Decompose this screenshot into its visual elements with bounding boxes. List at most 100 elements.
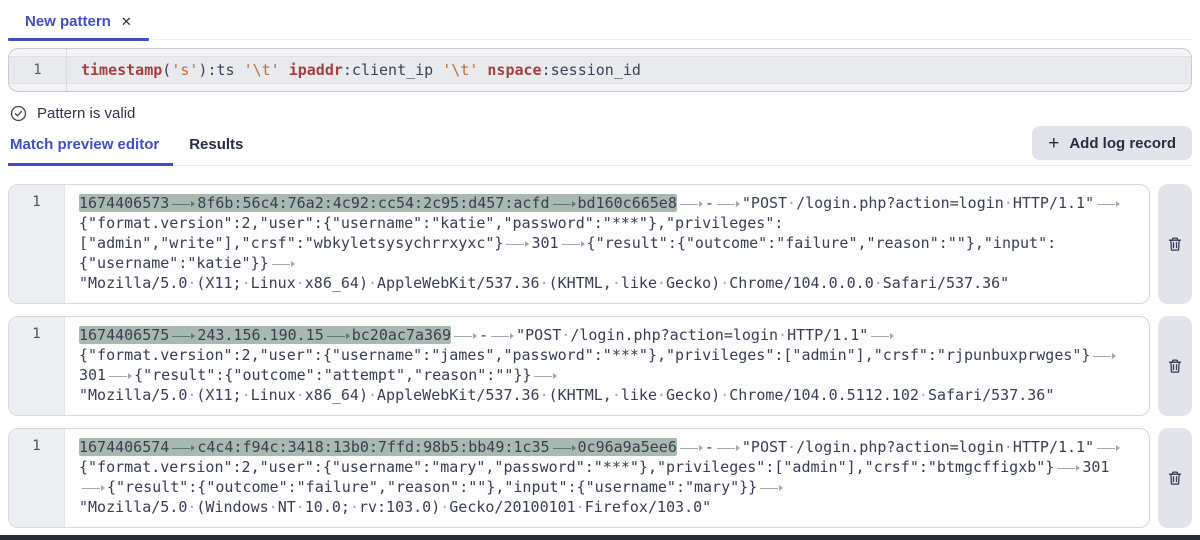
space-dot: ·: [720, 386, 730, 404]
pattern-token: [280, 61, 289, 79]
close-icon[interactable]: ✕: [120, 14, 132, 29]
space-dot: ·: [918, 386, 928, 404]
tab-whitespace-icon: [169, 197, 197, 208]
space-dot: ·: [873, 274, 883, 292]
space-dot: ·: [787, 194, 797, 212]
tab-whitespace-icon: [451, 329, 479, 340]
tab-whitespace-icon: [169, 441, 197, 452]
space-dot: ·: [657, 386, 667, 404]
tab-whitespace-icon: [79, 481, 107, 492]
tab-whitespace-icon: [677, 197, 705, 208]
plus-icon: +: [1048, 132, 1060, 154]
space-dot: ·: [241, 386, 251, 404]
record-line-number: 1: [9, 317, 65, 415]
log-text: -"POST·/login.php?action=login·HTTP/1.1"…: [79, 194, 1122, 292]
tab-whitespace-icon: [1054, 461, 1082, 472]
space-dot: ·: [1003, 194, 1013, 212]
log-text: -"POST·/login.php?action=login·HTTP/1.1"…: [79, 438, 1122, 516]
record-line-number: 1: [9, 185, 65, 303]
space-dot: ·: [720, 274, 730, 292]
add-log-record-button[interactable]: + Add log record: [1032, 126, 1192, 160]
pattern-token: '\t': [442, 61, 479, 79]
tab-whitespace-icon: [1094, 441, 1122, 452]
pattern-token: :ts: [207, 61, 244, 79]
space-dot: ·: [368, 386, 378, 404]
tab-whitespace-icon: [324, 329, 352, 340]
tab-whitespace-icon: [677, 441, 705, 452]
tab-whitespace-icon: [488, 329, 516, 340]
space-dot: ·: [268, 498, 278, 516]
pattern-line-number: 1: [33, 62, 42, 78]
trash-icon: [1168, 237, 1182, 251]
space-dot: ·: [539, 386, 549, 404]
space-dot: ·: [295, 386, 305, 404]
pattern-token: :client_ip: [342, 61, 443, 79]
tab-whitespace-icon: [550, 197, 578, 208]
delete-record-button[interactable]: [1158, 184, 1192, 304]
tab-whitespace-icon: [550, 441, 578, 452]
tab-whitespace-icon: [868, 329, 896, 340]
space-dot: ·: [575, 498, 585, 516]
check-circle-icon: [10, 105, 27, 121]
pattern-token: (: [162, 61, 172, 79]
space-dot: ·: [241, 274, 251, 292]
trash-icon: [1168, 359, 1182, 373]
space-dot: ·: [349, 498, 359, 516]
preview-tabs: Match preview editor Results: [8, 128, 251, 166]
pattern-token: ipaddr: [288, 61, 343, 79]
add-button-label: Add log record: [1069, 134, 1176, 152]
pattern-token: timestamp: [81, 61, 163, 79]
tab-whitespace-icon: [1094, 197, 1122, 208]
tab-whitespace-icon: [757, 481, 785, 492]
pattern-input-editor[interactable]: 1 timestamp('s'):ts '\t' ipaddr:client_i…: [8, 48, 1192, 92]
tab-match-preview-editor[interactable]: Match preview editor: [8, 128, 174, 166]
tab-whitespace-icon: [503, 237, 531, 248]
space-dot: ·: [611, 386, 621, 404]
space-dot: ·: [187, 274, 197, 292]
tab-whitespace-icon: [1090, 349, 1118, 360]
space-dot: ·: [295, 498, 305, 516]
tab-results[interactable]: Results: [189, 136, 244, 153]
tab-whitespace-icon: [106, 369, 134, 380]
space-dot: ·: [539, 274, 549, 292]
pattern-token: 's': [171, 61, 199, 79]
tab-new-pattern[interactable]: New pattern ✕: [8, 10, 149, 41]
pattern-token: :session_id: [541, 61, 641, 79]
delete-record-button[interactable]: [1158, 428, 1192, 528]
pattern-token: '\t': [243, 61, 280, 79]
pattern-status: Pattern is valid: [10, 102, 1192, 124]
space-dot: ·: [778, 326, 788, 344]
preview-tabs-row: Match preview editor Results + Add log r…: [8, 126, 1192, 166]
trash-icon: [1168, 471, 1182, 485]
space-dot: ·: [295, 274, 305, 292]
log-text: -"POST·/login.php?action=login·HTTP/1.1"…: [79, 326, 1118, 404]
bottom-divider-bar: [0, 535, 1200, 540]
status-text: Pattern is valid: [37, 104, 136, 122]
pattern-tabbar: New pattern ✕: [8, 10, 1192, 41]
space-dot: ·: [657, 274, 667, 292]
space-dot: ·: [187, 498, 197, 516]
pattern-token: ): [198, 61, 208, 79]
delete-record-button[interactable]: [1158, 316, 1192, 416]
space-dot: ·: [440, 498, 450, 516]
record-line-number: 1: [9, 429, 65, 527]
tab-whitespace-icon: [269, 257, 297, 268]
space-dot: ·: [187, 386, 197, 404]
pattern-code[interactable]: timestamp('s'):ts '\t' ipaddr:client_ip …: [66, 61, 641, 79]
tab-whitespace-icon: [714, 197, 742, 208]
tab-whitespace-icon: [531, 369, 559, 380]
space-dot: ·: [368, 274, 378, 292]
tab-whitespace-icon: [169, 329, 197, 340]
